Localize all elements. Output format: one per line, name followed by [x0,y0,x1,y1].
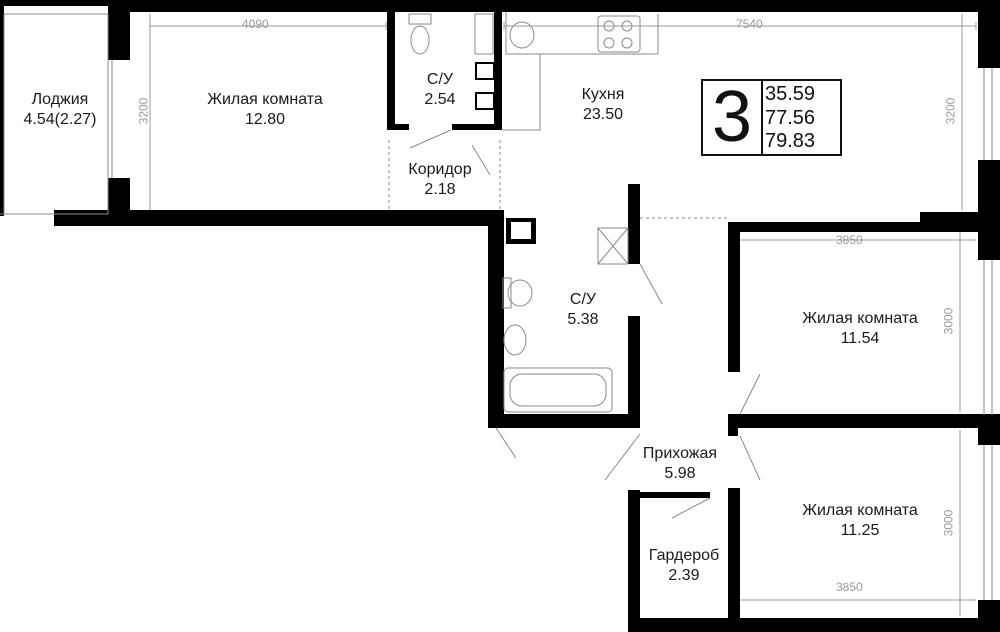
room-area: 4.54(2.27) [23,111,97,128]
room-living-3: Жилая комната 11.25 [760,501,960,541]
dim-kitchen-depth: 3200 [943,97,958,125]
room-name: Жилая комната [207,91,323,108]
room-name: Лоджия [31,91,89,108]
room-name: Жилая комната [802,310,918,327]
total-area-with-loggia-value: 79.83 [765,130,816,152]
room-hallway: Прихожая 5.98 [620,444,740,484]
room-corridor: Коридор 2.18 [390,160,490,200]
dim-living1-depth: 3200 [136,97,151,125]
room-area: 2.18 [424,181,456,198]
room-bathroom-2: С/У 5.38 [543,290,623,330]
rooms-count: 3 [703,81,763,154]
room-area: 11.54 [840,330,880,347]
room-wardrobe: Гардероб 2.39 [636,546,732,586]
room-bathroom-1: С/У 2.54 [400,70,480,110]
room-name: Жилая комната [802,502,918,519]
room-area: 5.38 [567,311,599,328]
room-area: 5.98 [664,465,696,482]
room-name: Гардероб [648,547,720,564]
dimension-lines [149,14,977,616]
dim-living2-width: 3850 [836,233,863,247]
area-summary-box: 3 35.59 77.56 79.83 [701,79,842,156]
total-area-value: 77.56 [765,106,816,129]
room-name: С/У [426,71,454,88]
room-living-1: Жилая комната 12.80 [160,90,370,130]
room-area: 23.50 [582,106,624,123]
room-loggia: Лоджия 4.54(2.27) [0,90,120,130]
living-area-value: 35.59 [765,83,816,105]
room-name: Прихожая [642,445,718,462]
room-area: 2.39 [668,567,700,584]
room-area: 2.54 [424,91,456,108]
room-name: Коридор [408,161,472,178]
fixtures [0,12,993,600]
room-name: Кухня [581,86,625,103]
room-area: 11.25 [840,522,880,539]
room-kitchen: Кухня 23.50 [553,85,653,125]
room-living-2: Жилая комната 11.54 [760,309,960,349]
dim-living3-width: 3850 [836,580,863,594]
room-area: 12.80 [244,111,286,128]
area-values: 35.59 77.56 79.83 [765,83,815,154]
dim-kitchen-width: 7540 [736,17,763,31]
room-name: С/У [569,291,597,308]
dim-living1-width: 4090 [242,17,269,31]
